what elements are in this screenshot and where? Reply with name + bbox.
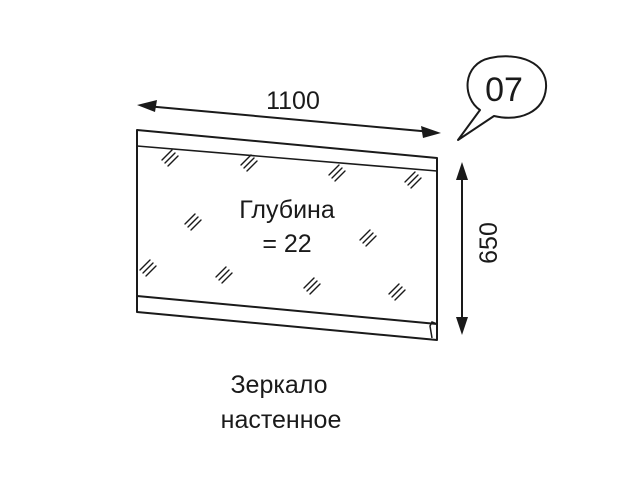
glass-hatch-stroke <box>187 216 199 228</box>
glass-hatch-stroke <box>394 289 406 301</box>
glass-hatch-stroke <box>145 265 157 277</box>
glass-hatch-stroke <box>407 174 419 186</box>
glass-hatch-stroke <box>359 229 371 241</box>
glass-hatch-stroke <box>309 283 321 295</box>
glass-hatch-stroke <box>404 171 416 183</box>
glass-hatch-stroke <box>243 157 255 169</box>
glass-hatch-mark <box>388 283 406 301</box>
item-number-text: 07 <box>485 71 523 109</box>
glass-hatch-stroke <box>362 232 374 244</box>
glass-hatch-stroke <box>331 167 343 179</box>
glass-hatch-stroke <box>167 155 179 167</box>
glass-hatch-stroke <box>240 154 252 166</box>
glass-hatch-mark <box>240 154 258 172</box>
glass-hatch-stroke <box>164 152 176 164</box>
glass-hatch-mark <box>359 229 377 247</box>
glass-hatch-mark <box>215 266 233 284</box>
glass-hatch-stroke <box>161 149 173 161</box>
glass-hatch-stroke <box>306 280 318 292</box>
depth-label-line2: = 22 <box>262 230 311 258</box>
glass-hatch-mark <box>184 213 202 231</box>
glass-hatch-stroke <box>328 164 340 176</box>
width-dimension-arrow <box>137 100 441 138</box>
depth-label-line1: Глубина <box>239 196 335 224</box>
glass-hatch-mark <box>404 171 422 189</box>
glass-hatch-stroke <box>410 177 422 189</box>
glass-hatch-mark <box>328 164 346 182</box>
glass-hatch-mark <box>303 277 321 295</box>
glass-hatch-stroke <box>388 283 400 295</box>
height-dimension-label: 650 <box>475 222 503 264</box>
wall-mirror-drawing <box>136 129 438 341</box>
glass-hatch-stroke <box>221 272 233 284</box>
item-number-badge: 07 <box>457 55 548 141</box>
height-dimension-arrow <box>456 162 468 335</box>
glass-hatch-stroke <box>190 219 202 231</box>
glass-hatch-stroke <box>142 262 154 274</box>
glass-hatch-stroke <box>365 235 377 247</box>
glass-hatch-mark <box>161 149 179 167</box>
glass-reflection-marks <box>139 149 422 301</box>
glass-hatch-stroke <box>139 259 151 271</box>
glass-hatch-mark <box>139 259 157 277</box>
glass-hatch-stroke <box>184 213 196 225</box>
glass-hatch-stroke <box>246 160 258 172</box>
glass-hatch-stroke <box>215 266 227 278</box>
caption-line1: Зеркало <box>230 371 327 399</box>
glass-hatch-stroke <box>303 277 315 289</box>
glass-hatch-stroke <box>391 286 403 298</box>
glass-hatch-stroke <box>218 269 230 281</box>
width-dimension-label: 1100 <box>266 87 320 115</box>
glass-hatch-stroke <box>334 170 346 182</box>
caption-line2: настенное <box>221 406 342 434</box>
